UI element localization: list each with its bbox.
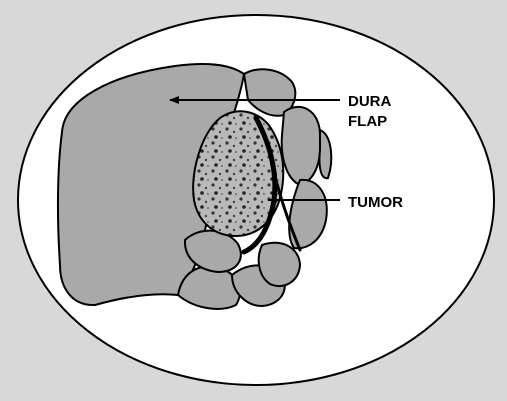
label-flap: FLAP — [348, 113, 387, 130]
label-tumor: TUMOR — [348, 194, 403, 211]
label-dura: DURA — [348, 93, 391, 110]
